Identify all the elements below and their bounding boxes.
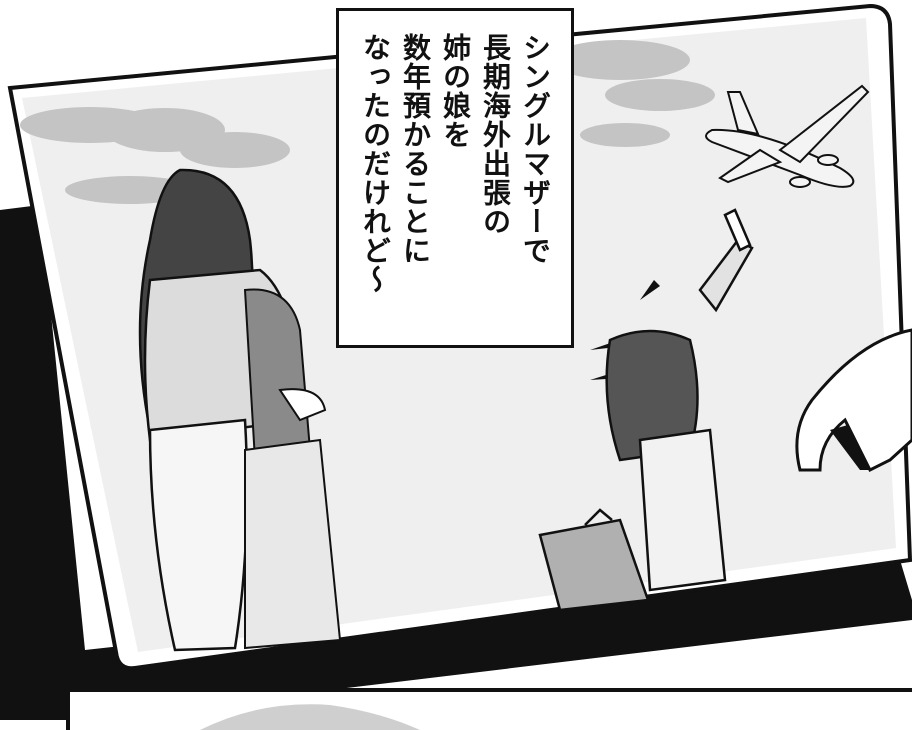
caption-box: シングルマザーで 長期海外出張の 姉の娘を 数年預かることに なったのだけれど～ bbox=[336, 8, 574, 348]
airplane-icon bbox=[705, 84, 870, 188]
suitcase-icon bbox=[538, 508, 650, 612]
caption-line-4: 数年預かることに bbox=[399, 33, 432, 265]
caption-line-2: 長期海外出張の bbox=[479, 33, 512, 236]
next-panel-frame bbox=[66, 688, 912, 730]
caption-line-5: なったのだけれど～ bbox=[359, 33, 392, 294]
woman-figure bbox=[138, 168, 302, 652]
caption-line-3: 姉の娘を bbox=[439, 33, 472, 149]
waving-girl-figure bbox=[605, 208, 754, 592]
next-panel-tone bbox=[200, 704, 420, 730]
girl-figure bbox=[243, 288, 342, 650]
hand-shadow bbox=[830, 425, 870, 470]
caption-line-1: シングルマザーで bbox=[519, 33, 552, 265]
clouds bbox=[20, 40, 715, 204]
